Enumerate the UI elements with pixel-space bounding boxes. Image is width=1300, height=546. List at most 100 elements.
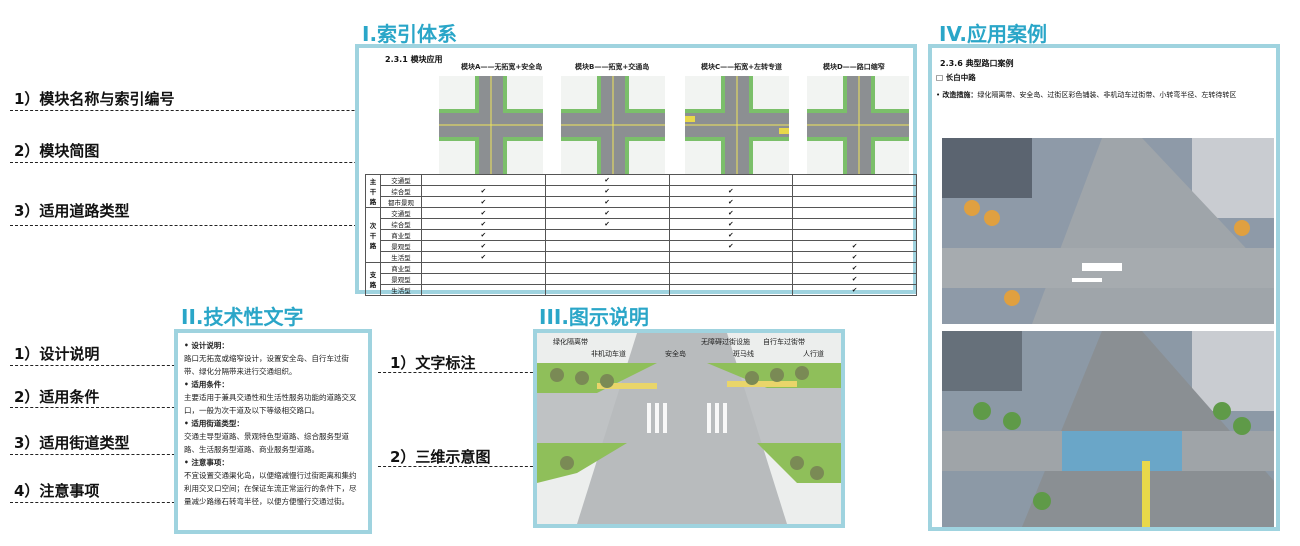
tech-item-title: • 适用街道类型： [184,419,244,428]
road-type-cell: 生活型 [380,251,422,263]
check-cell: ✔ [668,185,794,197]
case-bullet: • [936,91,941,99]
module-a-name: 模块A——无拓宽+安全岛 [461,63,543,71]
module-d-name: 模块D——路口缩窄 [823,63,885,71]
leader-line [378,466,538,467]
module-b-diagram [560,76,666,174]
road-type-cell: 商业型 [380,262,422,274]
case-marker: □ [936,73,944,82]
tech-item-title: • 适用条件： [184,380,229,389]
check-cell [792,218,917,230]
check-cell [792,229,917,241]
module-d-diagram [806,76,909,174]
check-cell [544,273,670,285]
check-cell: ✔ [421,218,546,230]
case-measures-label: 改造措施： [942,91,978,99]
table-row: 生活型✔✔ [366,251,917,263]
check-cell [668,273,794,285]
check-cell [792,196,917,208]
illus-panel: 绿化隔离带 非机动车道 安全岛 无障碍过街设施 斑马线 自行车过街带 人行道 [533,329,845,528]
road-type-cell: 综合型 [380,218,422,230]
label-design-desc: 1）设计说明 [14,345,100,363]
road-group-cell: 主干路 [365,174,381,208]
annot-zebra: 斑马线 [733,350,754,358]
annot-nonmotor-lane: 非机动车道 [591,350,626,358]
leader-line [10,225,382,226]
leader-line [10,365,180,366]
check-cell: ✔ [668,196,794,208]
road-type-cell: 景观型 [380,240,422,252]
check-cell: ✔ [544,218,670,230]
check-cell: ✔ [544,185,670,197]
check-cell: ✔ [544,207,670,219]
case-photo-after [942,331,1274,527]
check-cell: ✔ [792,284,917,296]
tech-item-title: • 设计说明： [184,341,229,350]
module-c-diagram [684,76,790,174]
road-type-cell: 综合型 [380,185,422,197]
road-type-cell: 都市景观 [380,196,422,208]
table-row: 综合型✔✔✔ [366,185,917,197]
table-row: 综合型✔✔✔ [366,218,917,230]
check-cell [792,174,917,186]
road-type-cell: 生活型 [380,284,422,296]
check-cell [544,251,670,263]
check-cell: ✔ [421,185,546,197]
annot-sidewalk: 人行道 [803,350,824,358]
leader-line [10,454,180,455]
check-cell: ✔ [421,251,546,263]
index-section-title: I.索引体系 [362,22,458,46]
tech-item-body: 路口无拓宽或缩窄设计，设置安全岛、自行车过街带、绿化分隔带来进行交通组织。 [184,354,349,376]
check-cell: ✔ [544,174,670,186]
module-a-diagram [439,76,544,174]
table-row: 生活型 ✔ [366,284,917,296]
road-type-cell: 景观型 [380,273,422,285]
label-road-type: 3）适用道路类型 [14,202,130,220]
case-measures-row: • 改造措施：绿化隔离带、安全岛、过街区彩色铺装、非机动车过街带、小转弯半径、左… [936,90,1236,100]
table-row: 支路商业型 ✔ [365,262,917,296]
check-cell: ✔ [668,218,794,230]
check-cell: ✔ [421,207,546,219]
illus-3d-diagram [537,333,841,524]
leader-line [10,502,180,503]
module-diagrams [439,76,909,174]
table-row: 景观型 ✔ [366,273,917,285]
annot-barrier-free: 无障碍过街设施 [701,338,750,346]
case-photo-before [942,138,1274,324]
table-row: 次干路交通型✔✔✔ [365,207,917,263]
check-cell [421,262,546,274]
road-group-cell: 次干路 [365,207,381,263]
check-cell [544,240,670,252]
road-type-cell: 商业型 [380,229,422,241]
annot-bike-crossing: 自行车过街带 [763,338,805,346]
index-panel: 2.3.1 模块应用 模块A——无拓宽+安全岛 模块B——拓宽+交通岛 模块C—… [355,44,917,296]
check-cell: ✔ [668,240,794,252]
check-cell: ✔ [792,273,917,285]
table-row: 都市景观✔✔✔ [366,196,917,208]
road-group-cell: 支路 [365,262,381,296]
check-cell [421,284,546,296]
module-c-name: 模块C——拓宽+左转专道 [701,63,783,71]
annot-green-divider: 绿化隔离带 [553,338,588,346]
label-text-annotation: 1）文字标注 [390,354,476,372]
leader-line [10,162,482,163]
module-b-name: 模块B——拓宽+交通岛 [575,63,650,71]
tech-item-title: • 注意事项： [184,458,229,467]
check-cell: ✔ [421,240,546,252]
leader-line [10,110,465,111]
check-cell [544,262,670,274]
tech-panel: • 设计说明： 路口无拓宽或缩窄设计，设置安全岛、自行车过街带、绿化分隔带来进行交… [174,329,372,534]
label-street-type: 3）适用街道类型 [14,434,130,452]
road-type-cell: 交通型 [380,207,422,219]
label-module-name: 1）模块名称与索引编号 [14,90,175,108]
case-measures-text: 绿化隔离带、安全岛、过街区彩色铺装、非机动车过街带、小转弯半径、左转待转区 [977,91,1237,99]
check-cell [792,185,917,197]
tech-item-body: 主要适用于兼具交通性和生活性服务功能的道路交叉口，一般为次干道及以下等级相交路口… [184,393,357,415]
check-cell [421,273,546,285]
leader-line [10,407,180,408]
tech-item-body: 交通主导型道路、景观特色型道路、综合服务型道路、生活服务型道路、商业服务型道路。 [184,432,349,454]
case-subheading-row: □ 长白中路 [936,72,976,83]
table-row: 主干路交通型✔ [365,174,917,208]
check-cell [544,229,670,241]
check-cell [668,251,794,263]
